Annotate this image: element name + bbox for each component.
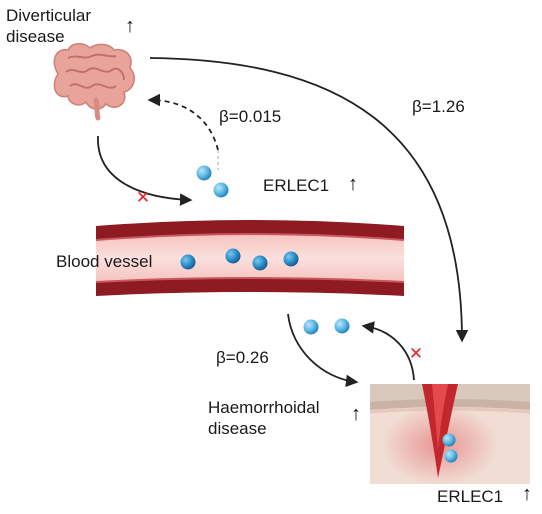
- beta-label-reverse-top: β=0.015: [219, 107, 282, 126]
- up-arrow-icon: ↑: [348, 173, 358, 195]
- arrow-diverticular-to-haemorrhoidal: [149, 57, 469, 343]
- up-arrow-icon: ↑: [125, 15, 135, 37]
- skin-tissue-bleeding-icon: [369, 384, 531, 485]
- protein-dot-icon: [303, 319, 319, 335]
- protein-dot-icon: [180, 254, 196, 270]
- protein-dots-top: [196, 165, 229, 198]
- protein-dot-icon: [283, 251, 299, 267]
- diverticular-disease-label: Diverticular disease: [6, 6, 92, 46]
- protein-dots-vessel: [180, 248, 299, 271]
- protein-dot-icon: [196, 165, 212, 181]
- up-arrow-icon: ↑: [351, 403, 361, 425]
- protein-dots-middle: [303, 318, 350, 335]
- up-arrow-icon: ↑: [522, 483, 532, 505]
- blocked-marker-bottom: ✕: [409, 344, 423, 364]
- blood-vessel-label: Blood vessel: [56, 252, 153, 271]
- arrow-diverticular-to-vessel: [97, 135, 193, 206]
- protein-dot-icon: [334, 318, 350, 334]
- blood-vessel: [95, 220, 405, 296]
- blocked-marker-top: ✕: [136, 188, 150, 208]
- haemorrhoidal-disease-label: Haemorrhoidal disease: [208, 398, 320, 438]
- protein-dots-tissue: [442, 433, 458, 463]
- arrow-haemorrhoidal-to-vessel: [361, 321, 415, 381]
- arrow-vessel-to-haemorrhoidal: [287, 313, 359, 388]
- protein-dot-icon: [442, 433, 456, 447]
- erlec1-label-bottom: ERLEC1: [437, 487, 504, 506]
- beta-label-haemorrhoidal: β=0.26: [216, 348, 269, 367]
- arrow-vessel-to-diverticular: [147, 93, 219, 151]
- beta-label-diverticular-to-haemorrhoidal: β=1.26: [412, 97, 465, 116]
- erlec1-label-top: ERLEC1: [263, 176, 330, 195]
- protein-dot-icon: [252, 255, 268, 271]
- protein-dot-icon: [225, 248, 241, 264]
- protein-dot-icon: [444, 449, 458, 463]
- colon-icon: [53, 43, 135, 121]
- protein-dot-icon: [213, 182, 229, 198]
